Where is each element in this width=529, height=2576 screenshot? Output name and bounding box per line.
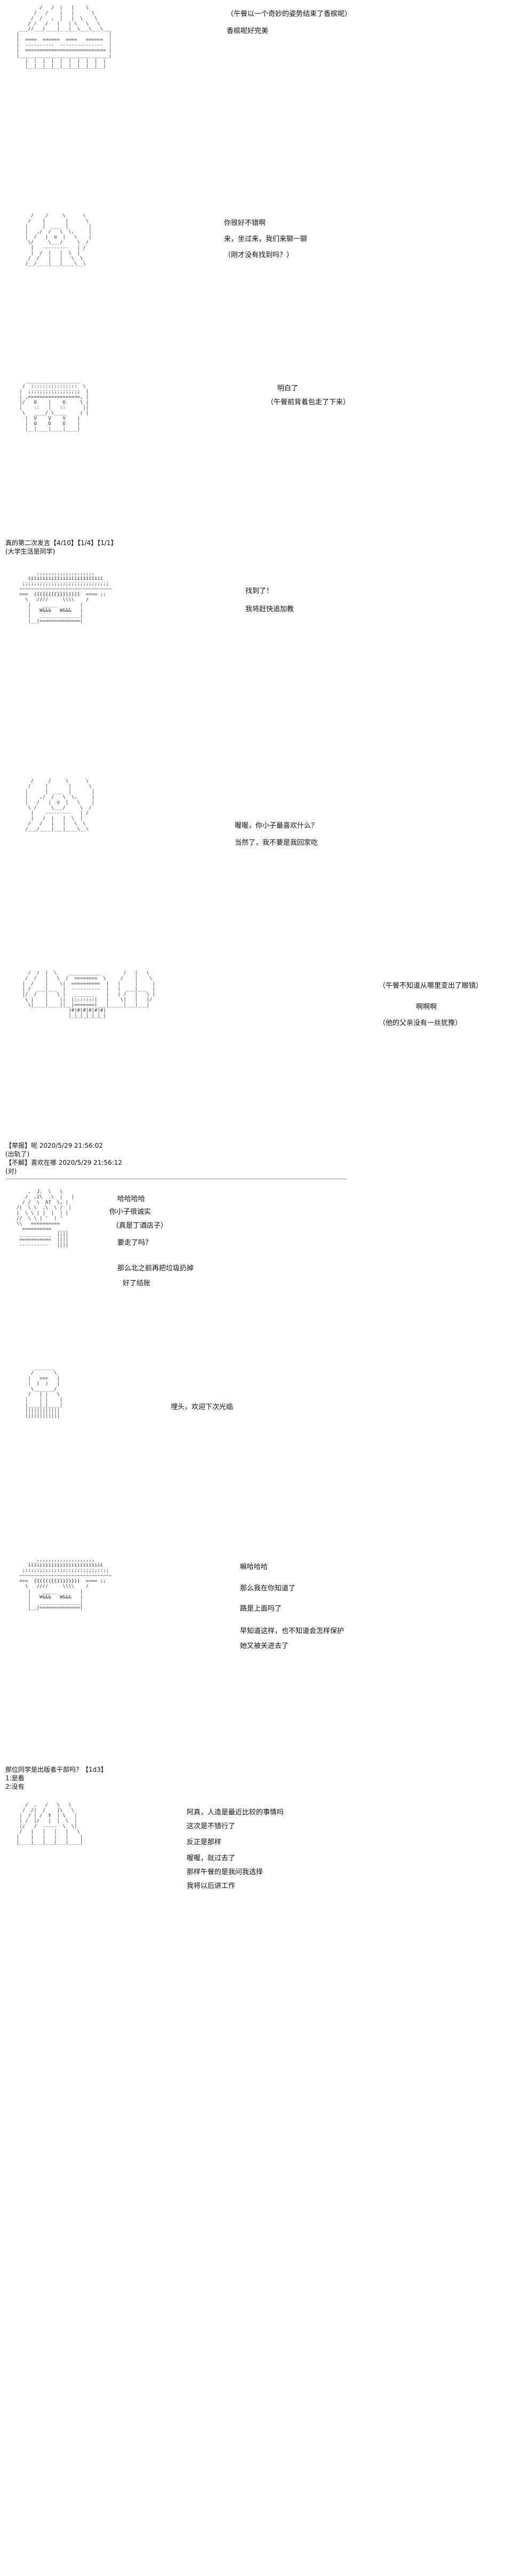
- ascii-art: / / | \ ___________ / | \ / / | \ / ====…: [22, 971, 155, 1019]
- dialogue-line: 阿真，人造是最近比较的事情吗: [187, 1809, 284, 1817]
- ascii-art: / / \ \ / | | \ | | ___ | | | ,/ / \ \, …: [25, 213, 92, 267]
- dialogue-line: （午餐前背着包走了下来）: [267, 398, 350, 406]
- dialogue-line: 要走了吗？: [117, 1239, 153, 1247]
- dialogue-line: 那样午餐的是我问我选择: [187, 1868, 263, 1876]
- ascii-art: , J. \ \ / ,1\ .\ | | / / \ AT \, | /| \…: [16, 1189, 75, 1248]
- dialogue-line: 当然了，我不要是我回家吃: [235, 839, 318, 847]
- dialogue-line: 找到了！: [245, 587, 274, 595]
- ascii-art: ,,,,,,,,,,,,,,,,,,,, iiiiiiiiiiiiiiiiiii…: [19, 571, 112, 624]
- dialogue-line: 哈哈哈哈: [117, 1195, 146, 1203]
- dialogue-line: 那么北之前再把垃圾扔掉: [117, 1265, 194, 1273]
- ascii-art: _______ / \ | === | | ( ) | \_______/ / …: [25, 1365, 63, 1419]
- post-meta: 【举报】呢 2020/5/29 21:56:02: [5, 1142, 103, 1149]
- ascii-art: ___________________ / :::::::::::::::: \…: [19, 379, 89, 432]
- dialogue-line: 你很好不错啊: [224, 219, 266, 227]
- post-meta: (大学生活是同学): [5, 548, 55, 555]
- post-meta: 真的第二次发言【4/10】【1/4】【1/1】: [5, 539, 117, 547]
- aa-panel: ___________________ / :::::::::::::::: \…: [11, 379, 517, 533]
- dialogue-line: （真是丁酒店子）: [112, 1222, 168, 1230]
- dialogue-line: 反正是那样: [187, 1838, 222, 1846]
- dialogue-line: 来，坐过来，我们来聊一聊: [224, 235, 308, 243]
- dialogue-line: 明白了: [277, 385, 299, 393]
- dialogue-line: 早知道这样，也不知道会怎样保护: [240, 1627, 344, 1635]
- dialogue-line: （午餐以一个奇妙的姿势结束了香槟呢）: [227, 10, 352, 18]
- dialogue-line: 好了结账: [123, 1279, 151, 1287]
- dialogue-line: 她又被关进去了: [240, 1642, 289, 1650]
- aa-panel: , J. \ \ / ,1\ .\ | | / / \ AT \, | /| \…: [11, 1189, 517, 1349]
- dialogue-line: 我将赶快追加教: [245, 605, 294, 613]
- post-meta: 1:是看: [5, 1774, 25, 1782]
- post-meta: (出轨了): [5, 1150, 30, 1158]
- aa-panel: ,,,,,,,,,,,,,,,,,,,, iiiiiiiiiiiiiiiiiii…: [11, 571, 517, 763]
- dialogue-line: 埋头，欢迎下次光临: [171, 1403, 234, 1411]
- post-meta: (对): [5, 1167, 17, 1175]
- dialogue-line: 喔喔，你小子最喜欢什么？: [235, 822, 318, 830]
- post-meta: 那位同学是出版者干部吗？【1d3】: [5, 1766, 107, 1773]
- ascii-art: / , / \ \ / /| / |\ \ | / | / Y | \ | | …: [16, 1803, 83, 1845]
- ascii-art: ,,,,,,,,,,,,,,,,,,,, iiiiiiiiiiiiiiiiiii…: [19, 1557, 112, 1611]
- ascii-art: / / | | \ / / | | \ / / , | | \ \ / / / …: [16, 5, 112, 69]
- aa-panel: / / \ \ / | | \ | | ___ | | | ,/ / \ \, …: [11, 213, 517, 363]
- aa-panel: / / \ \ / | | \ | | ___ | | | ,/ / \ \, …: [11, 779, 517, 955]
- dialogue-line: 喔喔，就过去了: [187, 1854, 236, 1862]
- dialogue-line: 你小子很诚实: [109, 1208, 151, 1216]
- dialogue-line: 我将以后讲工作: [187, 1882, 236, 1890]
- dialogue-line: 嘛哈哈哈: [240, 1563, 268, 1571]
- dialogue-line: 这次是不错行了: [187, 1822, 236, 1830]
- dialogue-line: 路是上面吗了: [240, 1605, 282, 1613]
- dialogue-line: 啊啊啊: [416, 1003, 437, 1011]
- post-meta: 2:没有: [5, 1783, 25, 1790]
- post-meta: 【不解】喜欢在哪 2020/5/29 21:56:12: [5, 1159, 123, 1166]
- dialogue-line: （他的父亲没有一丝犹豫）: [379, 1019, 462, 1027]
- dialogue-line: （刚才没有找到吗？）: [224, 251, 294, 259]
- dialogue-line: 香槟呢好完美: [227, 27, 269, 35]
- aa-panel: _______ / \ | === | | ( ) | \_______/ / …: [11, 1365, 517, 1541]
- aa-panel: ,,,,,,,,,,,,,,,,,,,, iiiiiiiiiiiiiiiiiii…: [11, 1557, 517, 1749]
- dialogue-line: 那么我在你知道了: [240, 1585, 296, 1593]
- dialogue-line: （午餐不知道从哪里变出了眼镜）: [379, 982, 483, 990]
- aa-panel: / / | \ ___________ / | \ / / | \ / ====…: [11, 971, 517, 1131]
- ascii-art: / / \ \ / | | \ | | ___ | | | ,/ / \ \, …: [25, 779, 95, 832]
- aa-panel: / , / \ \ / /| / |\ \ | / | / Y | \ | | …: [11, 1803, 517, 1995]
- aa-panel: / / | | \ / / | | \ / / , | | \ \ / / / …: [11, 5, 517, 187]
